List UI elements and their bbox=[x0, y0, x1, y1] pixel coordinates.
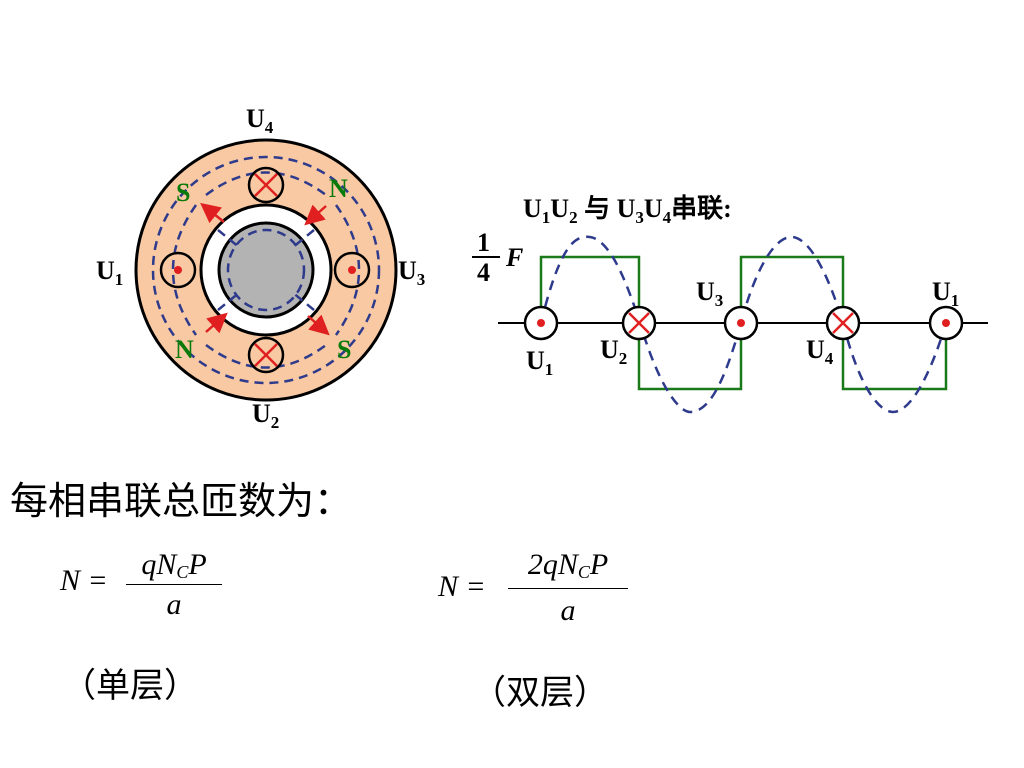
svg-text:1: 1 bbox=[477, 228, 490, 257]
slot-bottom-cross bbox=[247, 336, 285, 374]
series-turns-heading: 每相串联总匝数为： bbox=[10, 479, 353, 523]
terminal-bottom-label: U2 bbox=[252, 399, 279, 432]
pole-label-top-left: S bbox=[176, 178, 190, 207]
terminal-left-label: U1 bbox=[96, 256, 123, 289]
pole-label-bottom-left: N bbox=[175, 335, 194, 364]
terminal-right-label: U3 bbox=[398, 256, 425, 289]
single-layer-note: （单层） bbox=[62, 666, 198, 706]
conductor-u4 bbox=[825, 305, 861, 341]
slot-right-dot bbox=[333, 251, 371, 289]
terminal-top-label: U4 bbox=[246, 104, 274, 137]
conductor-label-u1-left: U1 bbox=[526, 346, 553, 379]
motor-cross-section: U4 U2 U1 U3 S N N S bbox=[96, 104, 425, 432]
eq1-numerator: qNCP bbox=[141, 548, 207, 582]
eq2-denominator: a bbox=[560, 594, 576, 627]
eq1-fraction: qNCP a bbox=[126, 548, 222, 628]
eq1-denominator: a bbox=[166, 588, 182, 621]
pole-arrows bbox=[200, 202, 330, 336]
conductor-label-u3: U3 bbox=[696, 277, 723, 310]
double-layer-note: （双层） bbox=[472, 673, 608, 713]
mmf-waveform: U1U2 与 U3U4串联: 1 4 F bbox=[472, 194, 988, 414]
conductor-label-u2: U2 bbox=[600, 335, 627, 368]
conductor-label-u4: U4 bbox=[806, 335, 834, 368]
equation-double-layer: N = 2qNCP a bbox=[438, 548, 638, 638]
slot-left-dot bbox=[159, 251, 197, 289]
svg-text:4: 4 bbox=[477, 258, 490, 287]
eq2-lhs: N = bbox=[438, 570, 486, 603]
waveform-title: U1U2 与 U3U4串联: bbox=[523, 194, 732, 227]
slot-top-cross bbox=[247, 166, 285, 204]
conductor-u1-left bbox=[523, 305, 559, 341]
conductor-u2 bbox=[621, 305, 657, 341]
amplitude-label: 1 4 F bbox=[472, 228, 523, 287]
pole-label-bottom-right: S bbox=[337, 335, 351, 364]
conductor-label-u1-right: U1 bbox=[932, 277, 959, 310]
eq2-numerator: 2qNCP bbox=[527, 548, 609, 582]
equation-single-layer: N = qNCP a bbox=[60, 548, 230, 628]
conductor-u1-right bbox=[928, 305, 964, 341]
svg-text:F: F bbox=[505, 243, 523, 272]
eq2-fraction: 2qNCP a bbox=[508, 548, 628, 638]
conductor-u3 bbox=[723, 305, 759, 341]
eq1-lhs: N = bbox=[60, 564, 108, 597]
fundamental-sine bbox=[539, 235, 948, 414]
rotor bbox=[217, 221, 315, 319]
flux-lines bbox=[151, 155, 381, 385]
pole-label-top-right: N bbox=[329, 174, 348, 203]
